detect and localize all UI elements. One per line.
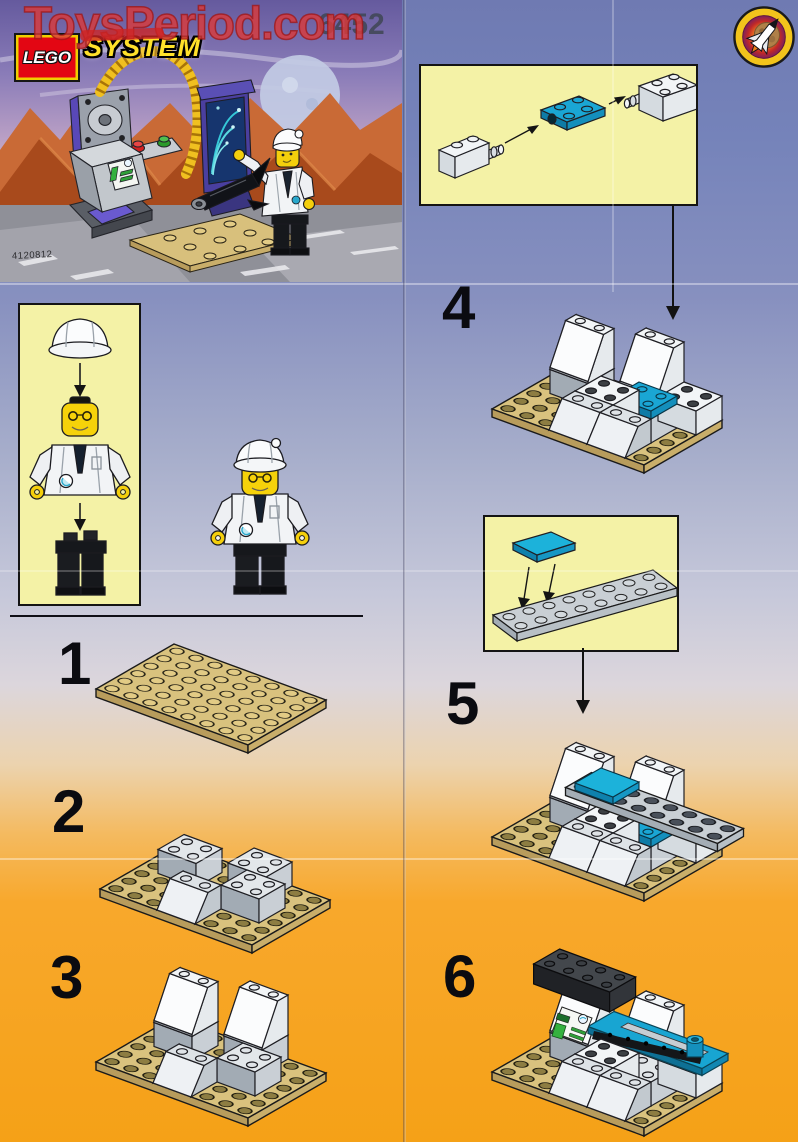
step-2-number: 2 bbox=[52, 778, 86, 845]
black-rail bbox=[592, 1031, 702, 1064]
step-6-number: 6 bbox=[443, 943, 477, 1010]
boxart-baseplate bbox=[128, 213, 302, 273]
box-art-photo bbox=[0, 0, 402, 282]
console-sticker bbox=[551, 1006, 593, 1044]
teal-round-brick bbox=[686, 1034, 704, 1058]
step-4-build bbox=[478, 272, 748, 482]
coiled-hose bbox=[95, 46, 203, 179]
assembled-minifig-figure bbox=[210, 437, 310, 595]
pin-assembly-diagram bbox=[437, 73, 696, 179]
control-station bbox=[68, 88, 183, 239]
minifig-assembly-panel bbox=[18, 303, 141, 606]
space-shuttle-badge bbox=[732, 5, 796, 69]
set-number: 6452 bbox=[318, 8, 385, 41]
step-3-number: 3 bbox=[50, 944, 84, 1011]
box-art-scene bbox=[0, 0, 402, 282]
lego-logo-text: LEGO bbox=[22, 47, 72, 67]
grey-2x8-plate bbox=[491, 569, 677, 643]
system-label: SYSTEM bbox=[84, 32, 202, 62]
item-number: 4120812 bbox=[11, 248, 53, 263]
step-5-build bbox=[478, 700, 748, 915]
down-arrow-icon bbox=[576, 700, 590, 714]
billboard-screen bbox=[196, 79, 256, 217]
space-shuttle-icon bbox=[733, 6, 795, 68]
assembly-arrows bbox=[504, 96, 626, 144]
blue-tile bbox=[573, 767, 641, 805]
step-3-build bbox=[82, 925, 352, 1135]
tile-plate-diagram bbox=[491, 531, 677, 643]
section-divider bbox=[10, 615, 363, 617]
down-arrow-icon bbox=[666, 306, 680, 320]
minifig-parts-diagram bbox=[29, 318, 131, 596]
subassembly-callout-step5 bbox=[483, 515, 679, 652]
scientist-minifig bbox=[190, 128, 316, 256]
callout-connector-line bbox=[582, 648, 584, 700]
shuttle-glyph bbox=[745, 18, 779, 56]
step-1-build bbox=[82, 552, 352, 762]
center-fold bbox=[403, 0, 406, 1142]
callout-connector-line bbox=[672, 204, 674, 306]
step-1-number: 1 bbox=[58, 630, 92, 697]
assembled-minifig bbox=[200, 428, 320, 608]
step-5-number: 5 bbox=[446, 670, 480, 737]
road-markings bbox=[18, 230, 399, 280]
step-4-number: 4 bbox=[442, 274, 476, 341]
subassembly-callout-step4 bbox=[419, 64, 698, 206]
black-2x4-brick bbox=[532, 948, 638, 1014]
lego-logo: LEGO bbox=[14, 33, 80, 82]
step-6-build bbox=[478, 935, 748, 1142]
